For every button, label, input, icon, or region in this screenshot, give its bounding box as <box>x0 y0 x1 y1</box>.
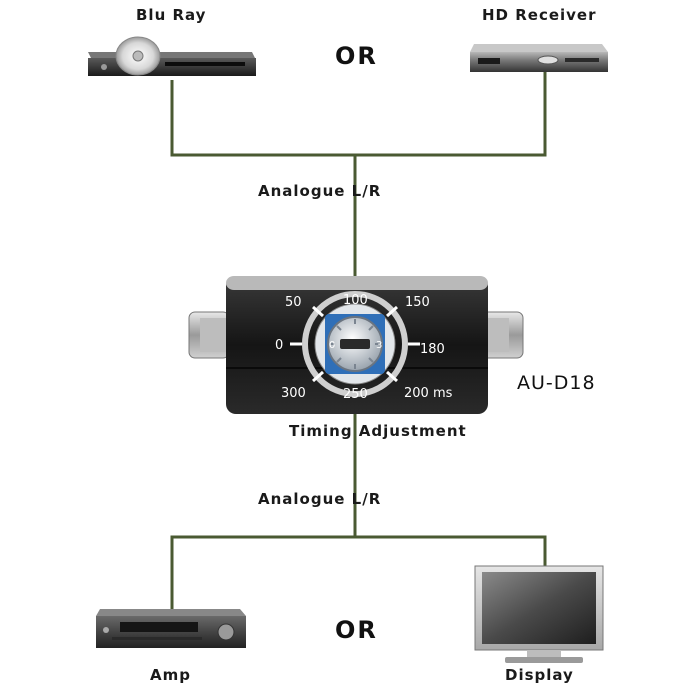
sink-label-amp: Amp <box>150 666 191 684</box>
signal-label-output: Analogue L/R <box>258 490 382 508</box>
sink-label-display: Display <box>505 666 574 684</box>
knob-mark-0: 0 <box>329 340 335 351</box>
device-model-label: AU-D18 <box>517 372 596 394</box>
dial-label-150: 150 <box>405 295 430 310</box>
source-label-hd-receiver: HD Receiver <box>482 6 597 24</box>
wire-amp <box>170 535 355 613</box>
dial-label-250: 250 <box>343 387 368 402</box>
wire-blu-ray <box>170 80 355 157</box>
rca-connector-left <box>188 311 230 359</box>
dial-label-300: 300 <box>281 386 306 401</box>
signal-label-input: Analogue L/R <box>258 182 382 200</box>
dial-label-0: 0 <box>275 338 283 353</box>
knob-mark-3: 3 <box>376 340 382 351</box>
or-label-bottom: OR <box>335 616 378 644</box>
wire-hd-receiver <box>355 70 547 157</box>
source-label-blu-ray: Blu Ray <box>136 6 207 24</box>
dial-label-200ms: 200 ms <box>404 386 453 401</box>
dial-label-50: 50 <box>285 295 302 310</box>
wire-display <box>355 535 547 567</box>
dial-label-100: 100 <box>343 293 368 308</box>
device-caption: Timing Adjustment <box>289 422 467 440</box>
or-label-top: OR <box>335 42 378 70</box>
dial-label-180: 180 <box>420 342 445 357</box>
